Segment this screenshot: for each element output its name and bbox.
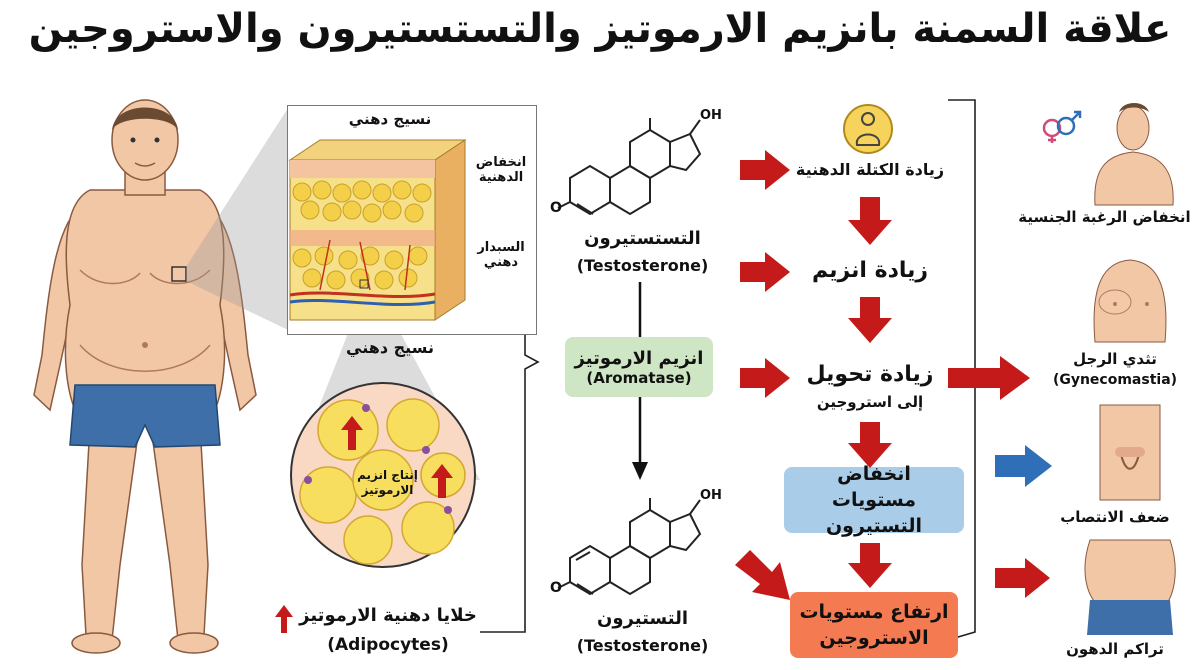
gynecomastia-illustration [1093, 259, 1167, 343]
page-title: علاقة السمنة بانزيم الارموتيز والتستستير… [28, 6, 1172, 52]
aromatase-ar: انزيم الارموتيز [574, 347, 704, 369]
arrow-down-4 [848, 543, 892, 588]
arrow-down-1 [848, 197, 892, 245]
arrow-right-fat [995, 558, 1050, 598]
testosterone-bottom-en: (Testosterone) [576, 636, 709, 655]
obesity-icon [843, 104, 893, 154]
flow-step3: زيادة تحويل [806, 362, 934, 387]
man-torso-illustration [1094, 103, 1174, 206]
arrow-down-2 [848, 297, 892, 343]
low-testosterone-label: انخفاض مستويات التستيرون [825, 463, 923, 537]
aromatase-box: انزيم الارموتيز (Aromatase) [565, 337, 713, 397]
layer1-label: انخفاض الدهنية [475, 155, 527, 185]
tissue-bottom-label: نسيج دهني [346, 338, 434, 357]
testosterone-top-ar: التستستيرون [584, 228, 701, 249]
adipocyte-note: إنتاج انزيم الارموتيز [357, 468, 418, 497]
male-female-symbol-icon [1042, 110, 1082, 143]
arrow-right-2 [740, 252, 790, 292]
testosterone-molecule-top [557, 118, 702, 216]
arrow-diag [735, 550, 790, 600]
up-arrow-icon [275, 605, 293, 633]
high-estrogen-label: ارتفاع مستويات الاستروجين [799, 601, 949, 649]
erectile-dysfunction-illustration [1099, 404, 1161, 501]
adipocyte-magnified-illustration [290, 382, 476, 568]
aromatase-en: (Aromatase) [586, 368, 692, 387]
high-estrogen-box: ارتفاع مستويات الاستروجين [790, 592, 958, 658]
testosterone-top-en: (Testosterone) [576, 256, 709, 275]
testo-top-oh: OH [700, 108, 722, 123]
arrow-right-3 [740, 358, 790, 398]
arrow-right-1 [740, 150, 790, 190]
low-testosterone-box: انخفاض مستويات التستيرون [784, 463, 964, 537]
effect-gyno-ar: تثدي الرجل [1073, 350, 1157, 368]
testo-top-o: O [550, 200, 562, 216]
arrow-right-gyno [948, 356, 1030, 400]
adipocytes-en-label: (Adipocytes) [327, 635, 449, 655]
adipocytes-ar-label: خلايا دهنية الارموتيز [299, 605, 477, 626]
testo-bottom-oh: OH [700, 488, 722, 503]
arrow-blue-ed [995, 445, 1052, 487]
testosterone-molecule-bottom [557, 498, 702, 596]
flow-step1: زيادة الكتلة الدهنية [795, 160, 945, 179]
layer2-label: السبدار دهني [477, 240, 525, 270]
effect-ed: ضعف الانتصاب [1060, 508, 1170, 526]
testo-bottom-o: O [550, 580, 562, 596]
fat-belly-illustration [1084, 539, 1176, 635]
effect-libido: انخفاض الرغبة الجنسية [1018, 208, 1191, 226]
arrow-down-3 [848, 422, 892, 468]
flow-step3-sub: إلى استروجين [816, 393, 924, 411]
obese-man-figure [33, 99, 257, 654]
tissue-top-label: نسيج دهني [348, 110, 432, 128]
flow-step2: زيادة انزيم [811, 258, 929, 283]
testosterone-bottom-ar: التستيرون [596, 608, 689, 629]
effect-fat: تراكم الدهون [1066, 640, 1164, 658]
fat-tissue-block-illustration [288, 139, 467, 321]
effect-gyno-en: (Gynecomastia) [1052, 372, 1178, 388]
